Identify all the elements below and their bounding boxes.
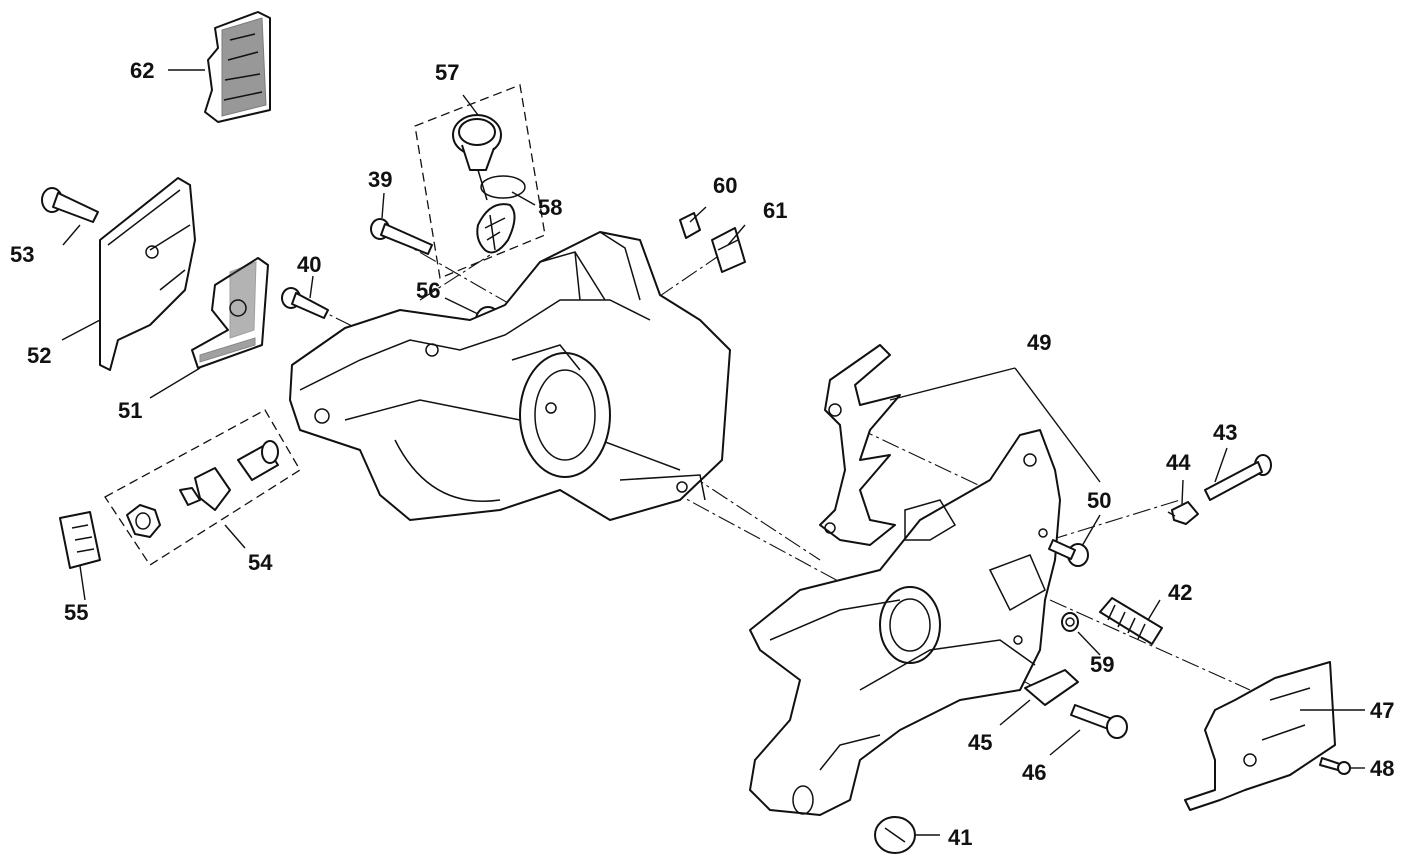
callout-61: 61: [763, 198, 787, 223]
callout-labels: 62 57 58 39 40 56 60 61 53 52 51 54 55 4…: [10, 58, 1394, 850]
callout-45: 45: [968, 730, 992, 755]
crankcase-right-half: [749, 429, 1061, 816]
callout-50: 50: [1087, 488, 1111, 513]
callout-62: 62: [130, 58, 154, 83]
callout-44: 44: [1166, 450, 1191, 475]
callout-46: 46: [1022, 760, 1046, 785]
part-57-cap-assembly: [414, 84, 546, 279]
callout-57: 57: [435, 60, 459, 85]
part-60-clip: [679, 212, 701, 239]
part-51-filter: [191, 257, 269, 369]
crankcase-housing: [289, 231, 731, 521]
callout-40: 40: [297, 252, 321, 277]
part-40-screw: [281, 287, 329, 319]
callout-58: 58: [538, 195, 562, 220]
part-49-lever: [819, 344, 901, 546]
part-54-adjuster-assembly: [104, 409, 301, 566]
part-53-screw: [41, 187, 99, 223]
part-48-screw: [1319, 757, 1351, 775]
part-44-nut: [1167, 501, 1199, 525]
callout-55: 55: [64, 600, 88, 625]
part-52-cover: [99, 177, 196, 371]
callout-49: 49: [1027, 330, 1051, 355]
part-46-screw: [1070, 704, 1128, 739]
callout-60: 60: [713, 173, 737, 198]
callout-54: 54: [248, 550, 273, 575]
callout-41: 41: [948, 825, 972, 850]
part-42-stud: [1099, 597, 1163, 645]
part-43-bolt: [1204, 454, 1272, 501]
part-58-strainer: [476, 175, 526, 254]
part-39-screw: [370, 218, 433, 255]
callout-42: 42: [1168, 580, 1192, 605]
part-55-plate: [59, 511, 101, 569]
part-47-guide-plate: [1184, 661, 1336, 811]
part-41-plug: [874, 816, 916, 854]
leader-lines: [61, 69, 1365, 836]
callout-48: 48: [1370, 756, 1394, 781]
part-61-clip: [711, 227, 746, 273]
callout-51: 51: [118, 398, 142, 423]
callout-53: 53: [10, 242, 34, 267]
part-59-sleeve: [1061, 612, 1079, 632]
callout-47: 47: [1370, 698, 1394, 723]
part-62-gasket: [204, 11, 271, 123]
callout-52: 52: [27, 343, 51, 368]
callout-56: 56: [416, 278, 440, 303]
callout-39: 39: [368, 167, 392, 192]
callout-59: 59: [1090, 652, 1114, 677]
callout-43: 43: [1213, 420, 1237, 445]
part-50-screw: [1048, 539, 1089, 567]
part-45-wedge: [1024, 669, 1079, 706]
